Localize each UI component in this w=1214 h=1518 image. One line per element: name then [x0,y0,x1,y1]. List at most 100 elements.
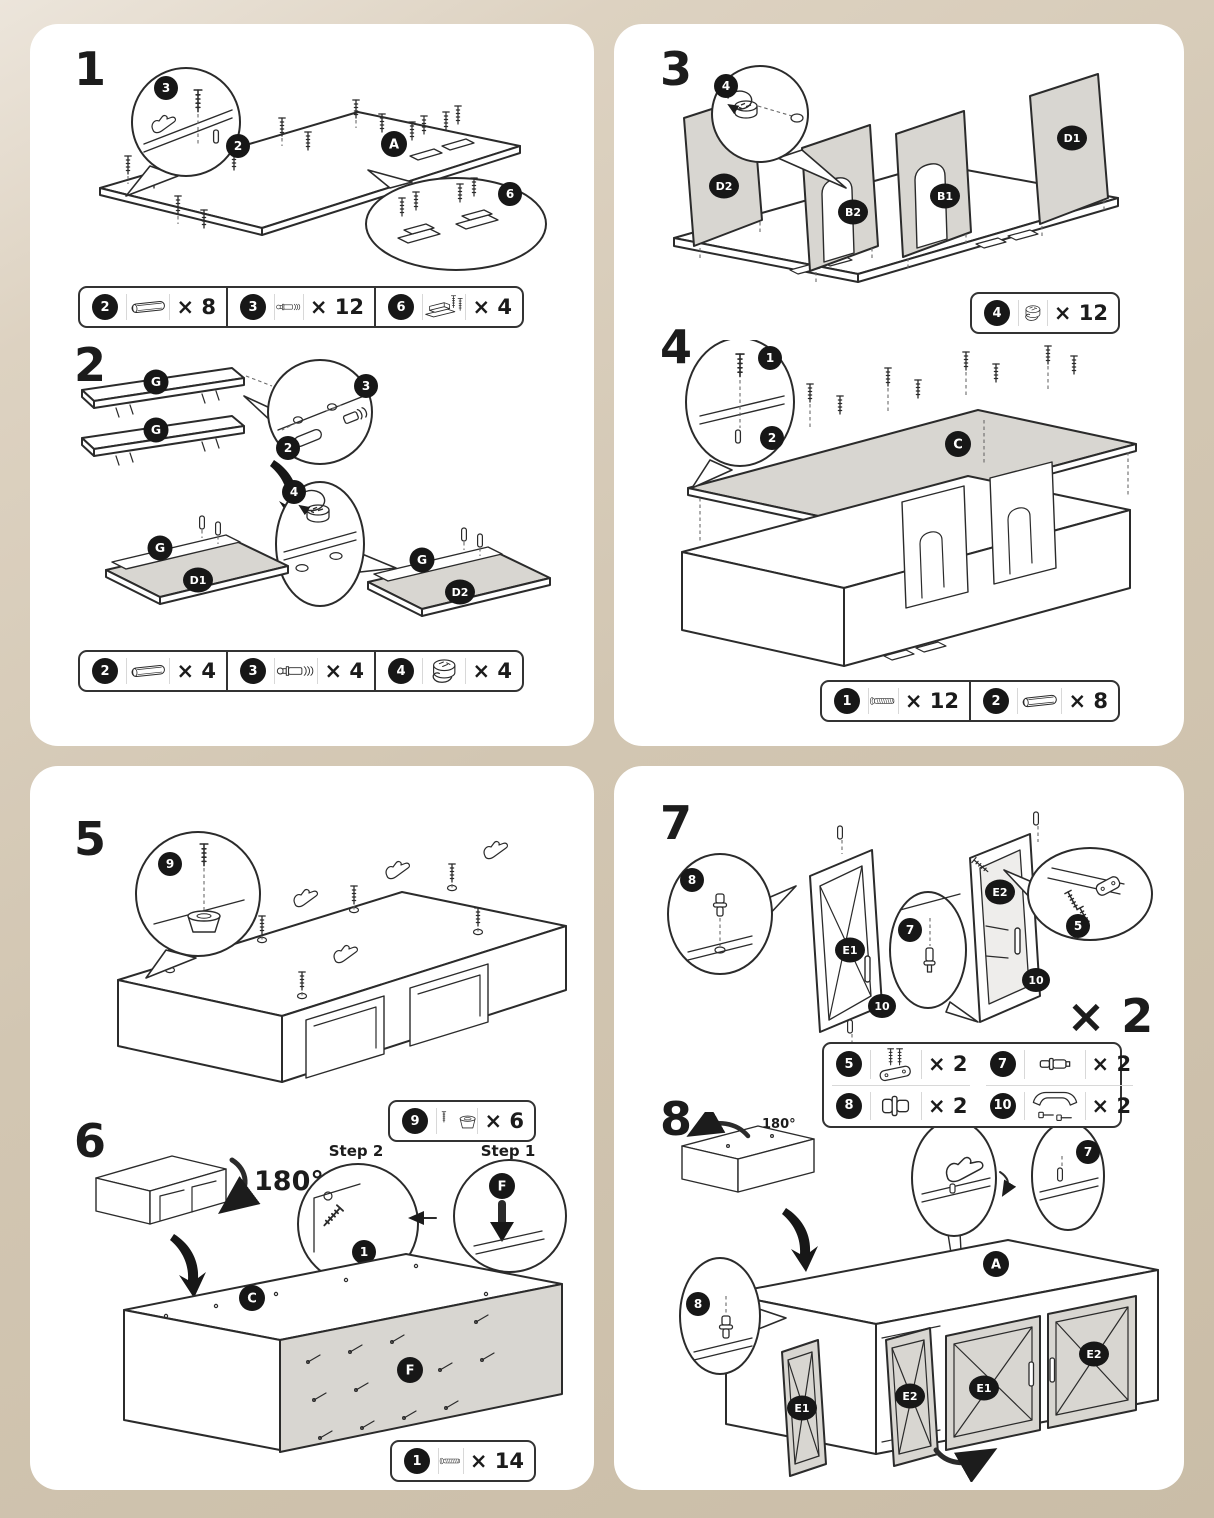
svg-text:E1: E1 [842,944,857,957]
part-badge-F: F [489,1173,515,1199]
hinge-bushing-icon [881,1095,910,1116]
hardware-id-badge: 10 [989,1092,1016,1119]
svg-text:3: 3 [362,379,370,393]
hw-badge-3: 3 [354,374,378,398]
callout-foot-screw: 9 [135,831,261,979]
part-badge-C: C [945,431,971,457]
callout-hinge-pin: 7 [889,891,979,1023]
svg-text:C: C [247,1292,257,1307]
catch-plate-screws-icon [879,1048,911,1082]
part-badge-C: C [239,1285,265,1311]
wooden-dowel-icon [1022,694,1057,708]
hardware-id-badge: 2 [983,688,1009,714]
svg-text:B2: B2 [845,206,861,219]
hw-row: 4 × 12 [972,294,1118,332]
small-curved-arrow-icon [999,1171,1017,1197]
hardware-id-badge: 6 [388,294,414,320]
step-3-hardware-table: 4 × 12 [970,292,1120,334]
hardware-id-badge: 5 [836,1051,862,1078]
step-6-hardware-table: 1 × 14 [390,1440,536,1482]
hardware-id-badge: 2 [92,294,118,320]
hw-badge-1: 1 [352,1240,376,1264]
step-7-number: 7 [660,796,693,850]
hardware-qty: × 2 [1091,1093,1132,1118]
foot-screw-icon [441,1111,476,1129]
hardware-qty: × 2 [1091,1052,1132,1077]
hw-row: 2 × 8 [80,288,226,326]
part-badge-F: F [397,1357,423,1383]
part-badge-A: A [983,1251,1009,1277]
open-door-E1: E1 [781,1339,827,1477]
magnetic-catch-icon [425,295,463,318]
cubby-opening [305,995,385,1079]
callout-cam-lock: 4 [275,480,397,607]
hinge-bushing-icon [712,893,728,917]
hardware-qty: × 4 [472,659,512,683]
panel-steps-7-8: 7 8 E1 10 [614,766,1184,1490]
callout-catch-plate: 5 [1003,847,1153,941]
cam-bolt-icon [276,666,314,676]
svg-text:G: G [151,422,161,437]
svg-text:5: 5 [1074,919,1082,933]
hardware-id-badge: 8 [836,1092,862,1119]
closed-door-E2: E2 [1047,1295,1137,1429]
part-badge-G: G [409,547,435,573]
cubby-opening [409,963,489,1047]
step-3-illustration: D1 B1 B2 D2 4 [673,65,1119,283]
dowel-pin-icon [734,429,742,444]
hw-row: 4 × 4 [376,652,522,690]
part-badge-E1: E1 [787,1395,817,1421]
door-handle [864,955,871,983]
part-badge-B1: B1 [930,183,960,209]
part-badge-E2: E2 [985,879,1015,905]
svg-text:7: 7 [1084,1145,1092,1159]
svg-text:3: 3 [162,81,170,95]
hw-badge-1: 1 [758,346,782,370]
hardware-id-badge: 4 [984,300,1010,326]
board-D1-with-rail: G D1 [105,515,289,605]
svg-text:2: 2 [284,441,292,455]
hardware-qty: × 4 [176,659,216,683]
svg-text:4: 4 [290,485,298,499]
svg-text:D2: D2 [452,586,469,599]
hw-row: 10 × 2 [978,1086,1142,1127]
main-unit-with-back-panel: C F [123,1253,563,1453]
svg-text:E2: E2 [1086,1348,1101,1361]
step-7-illustration: 8 E1 10 7 [667,811,1153,1044]
hw-badge-8: 8 [686,1292,710,1316]
base-assembly [681,461,1131,667]
down-arrow-icon [170,1234,206,1298]
hardware-id-badge: 7 [989,1051,1016,1078]
divider-with-cutout [989,461,1057,585]
board-D2-with-rail: G D2 [367,527,551,617]
hw-row: 2 × 8 [971,682,1118,720]
down-arrow-icon [782,1208,818,1272]
svg-text:7: 7 [906,923,914,937]
hardware-qty: × 2 [928,1052,968,1077]
wooden-dowel-icon [131,664,165,678]
svg-text:2: 2 [768,431,776,445]
callout-magnetic-catch: 6 [365,169,547,271]
dowel-pin-icon [212,129,220,144]
svg-text:D1: D1 [190,574,207,587]
part-badge-G: G [143,417,169,443]
hinge-pin-icon [1039,1058,1070,1071]
hw-badge-7: 7 [1076,1140,1100,1164]
svg-text:10: 10 [874,1000,890,1013]
svg-text:E2: E2 [992,886,1007,899]
part-badge-A: A [381,131,407,157]
hardware-qty: × 4 [472,295,512,319]
step-2-number: 2 [74,338,107,392]
hardware-qty: × 14 [469,1449,524,1473]
hardware-qty: × 6 [484,1109,524,1133]
svg-text:4: 4 [722,79,730,93]
callout-bushing-installed: 8 [679,1257,787,1375]
callout-substep1-panel-F: F [453,1159,567,1273]
hinge-pin-icon [923,947,936,973]
magnetic-catches-on-board [408,105,475,161]
callout-cam-lock: 4 [711,65,847,189]
hw-row: 5 × 2 [824,1044,978,1085]
hardware-qty: × 12 [309,295,364,319]
mini-unit [681,1125,815,1193]
svg-text:F: F [406,1364,415,1379]
